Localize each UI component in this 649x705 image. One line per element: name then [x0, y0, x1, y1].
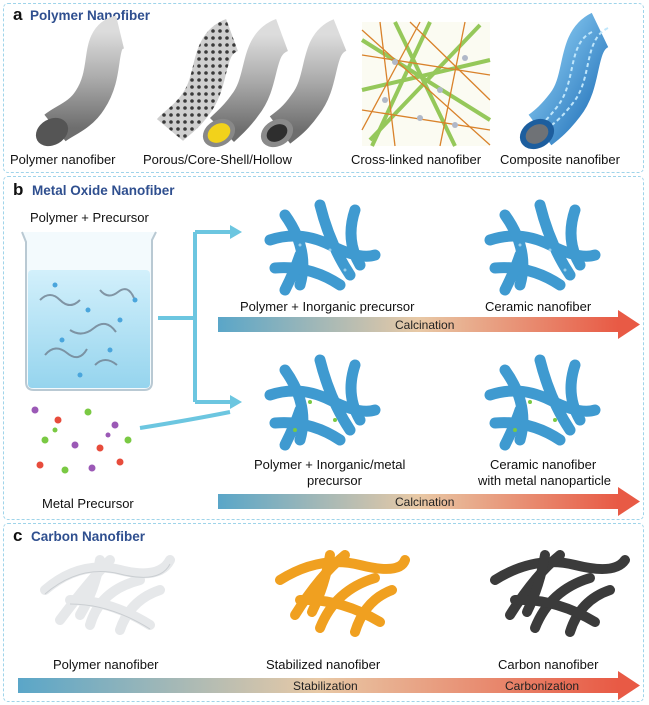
- beaker-illustration: [21, 231, 157, 391]
- calcination-label-1: Calcination: [395, 318, 455, 332]
- calcination-bar-2: [218, 487, 640, 516]
- beaker-label: Polymer + Precursor: [30, 210, 149, 225]
- panel-b-illustrations: [21, 199, 640, 516]
- polymer-fiber-illustration: [35, 15, 127, 147]
- panel-c-letter: c: [13, 526, 23, 545]
- hollow-fiber-illustration: [260, 19, 349, 148]
- panel-b: [3, 176, 644, 520]
- core-shell-fiber-illustration: [202, 19, 290, 148]
- porous-fiber-illustration: [156, 19, 240, 142]
- white-fiber-cluster: [40, 555, 175, 635]
- metal-precursor-particles: [31, 406, 132, 474]
- fiber-cluster-top-left: [264, 199, 381, 296]
- bottom-right-fiber-label-line2: with metal nanoparticle: [478, 473, 611, 488]
- panel-a-title: Polymer Nanofiber: [30, 8, 151, 23]
- top-left-fiber-label: Polymer + Inorganic precursor: [240, 299, 415, 314]
- calcination-bar-1: [218, 310, 640, 339]
- bottom-right-fiber-label-line1: Ceramic nanofiber: [490, 457, 597, 472]
- top-right-fiber-label: Ceramic nanofiber: [485, 299, 592, 314]
- fiber-cluster-bottom-left: [264, 354, 381, 451]
- panel-b-flow-arrows: [139, 230, 231, 430]
- panel-c: [3, 523, 644, 702]
- fiber-cluster-top-right: [484, 199, 601, 296]
- calcination-label-2: Calcination: [395, 495, 455, 509]
- stabilization-carbonization-bar: [18, 671, 640, 700]
- panel-a-label-composite: Composite nanofiber: [500, 152, 620, 167]
- stabilization-label: Stabilization: [293, 679, 358, 693]
- arrow-head-top: [230, 225, 242, 239]
- metal-precursor-label: Metal Precursor: [42, 496, 134, 511]
- arrow-head-bottom: [230, 395, 242, 409]
- panel-a-illustrations: [35, 12, 611, 150]
- composite-fiber-illustration: [519, 12, 611, 150]
- cross-linked-network-illustration: [360, 21, 492, 147]
- fiber-cluster-bottom-right: [484, 354, 601, 451]
- panel-b-title: Metal Oxide Nanofiber: [32, 183, 175, 198]
- panel-c-title: Carbon Nanofiber: [31, 529, 146, 544]
- panel-a-letter: a: [13, 5, 23, 24]
- panel-b-letter: b: [13, 180, 24, 199]
- bottom-left-fiber-label-line2: precursor: [307, 473, 362, 488]
- panel-a-label-porous: Porous/Core-Shell/Hollow: [143, 152, 292, 167]
- panel-c-label-stabilized: Stabilized nanofiber: [266, 657, 381, 672]
- panel-a: [3, 3, 644, 173]
- dark-fiber-cluster: [490, 550, 630, 637]
- panel-c-label-carbon: Carbon nanofiber: [498, 657, 599, 672]
- carbonization-label: Carbonization: [505, 679, 580, 693]
- panel-a-label-cross-linked: Cross-linked nanofiber: [351, 152, 482, 167]
- panel-c-label-polymer: Polymer nanofiber: [53, 657, 159, 672]
- panel-a-label-polymer: Polymer nanofiber: [10, 152, 116, 167]
- orange-fiber-cluster: [275, 550, 410, 637]
- bottom-left-fiber-label-line1: Polymer + Inorganic/metal: [254, 457, 406, 472]
